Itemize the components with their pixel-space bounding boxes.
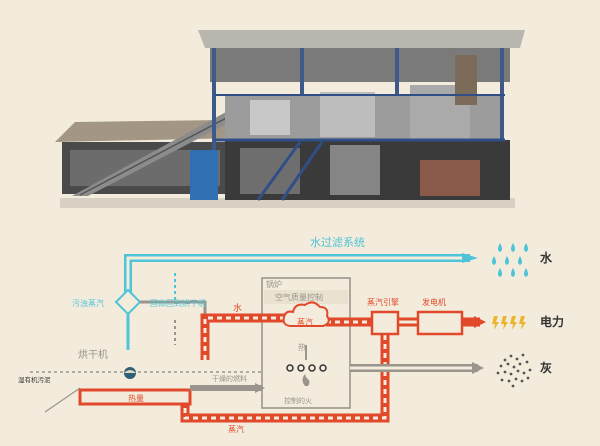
water-filter-label: 水过滤系统 — [310, 236, 365, 249]
steam-loop — [78, 313, 486, 423]
dried-fuel-label: 干燥的燃料 — [212, 374, 247, 383]
polluted-steam-label: 污浊蒸汽 — [72, 298, 104, 308]
steam-cloud-icon — [282, 301, 330, 327]
water-arrow — [462, 253, 478, 263]
flame-icon — [302, 374, 310, 386]
wet-sludge-label: 湿有机污泥 — [18, 375, 51, 384]
steam-engine-box — [370, 310, 400, 336]
conveyor-rail — [79, 114, 233, 196]
stairs — [280, 141, 324, 201]
controlled-fire-label: 控制的火 — [284, 396, 312, 405]
chimney — [455, 55, 477, 105]
ash-label: 灰 — [540, 360, 552, 375]
ash-pile-icon — [496, 353, 532, 388]
generator-label: 发电机 — [422, 297, 446, 307]
bolt-icon — [492, 316, 526, 330]
ash-dots — [286, 364, 327, 372]
main-roof-top — [198, 30, 525, 48]
steam-cloud-label: 蒸汽 — [297, 317, 313, 327]
heat-mid-label: 热 — [298, 342, 306, 352]
boiler-label: 锅炉 — [266, 279, 282, 289]
solid-recovery-label: 固体回到烘干机 — [150, 298, 206, 308]
steam-pipe-left — [200, 313, 288, 360]
dryer-label: 烘干机 — [78, 348, 108, 361]
air-quality-label: 空气质量控制 — [275, 292, 323, 302]
heat-block — [78, 388, 192, 406]
steam-return-core — [183, 335, 387, 420]
gray-flows — [30, 345, 484, 413]
steam-bottom-label: 蒸汽 — [228, 424, 244, 434]
sludge-ball-icon — [124, 367, 136, 379]
fuel-arrow — [255, 383, 265, 393]
steam-engine-label: 蒸汽引擎 — [367, 297, 399, 307]
water-pipe-top-core — [126, 256, 470, 300]
equipment — [420, 160, 480, 196]
boiler-box — [261, 277, 351, 409]
separator-diamond — [114, 288, 142, 316]
electricity-label: 电力 — [540, 314, 564, 329]
solid-return-line — [140, 300, 207, 350]
tank — [250, 100, 290, 135]
ash-arrow — [472, 362, 484, 374]
tank — [320, 92, 375, 137]
column — [212, 48, 216, 200]
column — [500, 48, 504, 200]
heat-bottom-label: 热量 — [128, 393, 144, 403]
generator-box — [416, 310, 464, 336]
water-drops-icon — [492, 243, 528, 277]
sludge-slope — [44, 387, 81, 413]
plant-photo — [55, 30, 525, 208]
steam-pipe-left-core — [203, 316, 288, 360]
water-output-label: 水 — [540, 250, 553, 265]
ground — [60, 198, 515, 208]
water-in-label: 水 — [233, 302, 242, 314]
stairs — [256, 141, 302, 201]
power-arrow — [474, 316, 486, 328]
equipment — [330, 145, 380, 195]
air-quality-band — [264, 290, 348, 304]
blue-cabin — [190, 150, 218, 200]
